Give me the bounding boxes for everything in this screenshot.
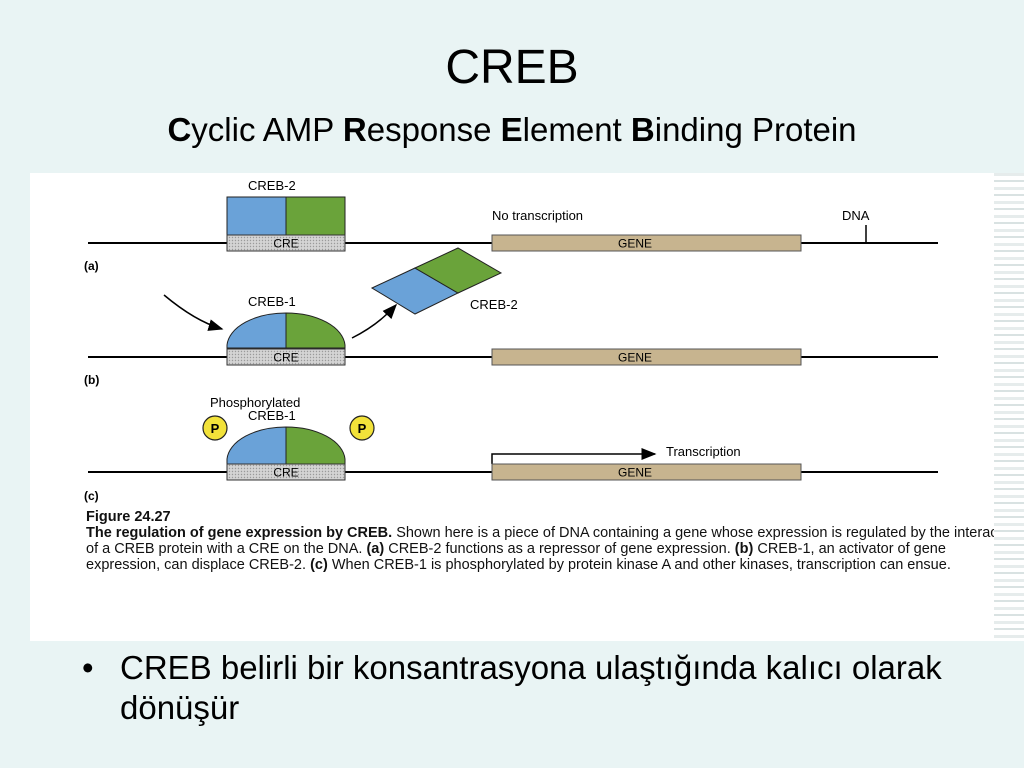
bullet-dot-icon: • [82, 649, 94, 686]
caption-text-1: Shown here is a piece of DNA containing … [86, 525, 1021, 557]
slide-subtitle: Cyclic AMP Response Element Binding Prot… [0, 110, 1024, 150]
creb-figure: CREB-2 CRE GENE No transcription DNA (a)… [30, 173, 1024, 641]
panel-c-label: (c) [84, 489, 99, 503]
phospho-creb1-blue-half [226, 426, 287, 465]
panel-b-gene-box [491, 348, 802, 366]
panel-c-gene-box [491, 463, 802, 481]
creb2-blue-subunit [226, 196, 287, 236]
creb-diagram: CREB-2 CRE GENE No transcription DNA (a)… [84, 178, 938, 503]
phosphorylated-label: Phosphorylated [210, 395, 300, 410]
panel-b-creb1-label: CREB-1 [248, 294, 296, 309]
panel-a-creb2-label: CREB-2 [248, 178, 296, 193]
creb2-green-subunit [285, 196, 346, 236]
phosphate-right-icon [349, 415, 375, 441]
subtitle-initial-c: C [167, 111, 192, 148]
panel-b: CREB-1 CREB-2 CRE GENE (b) [84, 247, 938, 387]
no-transcription-label: No transcription [492, 208, 583, 223]
phosphate-left-icon [202, 415, 228, 441]
bullet-text: CREB belirli bir konsantrasyona ulaştığı… [120, 649, 942, 726]
figure-number: Figure 24.27 [86, 509, 171, 525]
panel-a-cre-label: CRE [273, 237, 298, 251]
subtitle-initial-r: R [342, 111, 367, 148]
caption-bold-lead: The regulation of gene expression by CRE… [86, 525, 393, 541]
caption-text-3: CREB-1, an activator of gene expression,… [86, 541, 946, 573]
transcription-label: Transcription [666, 444, 741, 459]
scan-edge [994, 173, 1024, 641]
outgoing-arrow [351, 303, 398, 339]
bullet-item: • CREB belirli bir konsantrasyona ulaştı… [82, 648, 1002, 728]
transcription-arrow [491, 448, 657, 464]
subtitle-word-element: lement [522, 111, 631, 148]
panel-a-gene-label: GENE [618, 237, 652, 251]
subtitle-word-cyclic: yclic AMP [191, 111, 343, 148]
panel-a-cre-box [226, 234, 346, 252]
subtitle-initial-b: B [630, 111, 655, 148]
caption-text-2: CREB-2 functions as a repressor of gene … [384, 541, 735, 557]
panel-a-label: (a) [84, 259, 99, 273]
panel-c: Phosphorylated CREB-1 P P Transcription … [84, 395, 938, 503]
figure-caption: Figure 24.27 The regulation of gene expr… [86, 509, 1022, 573]
caption-part-b: (b) [734, 541, 754, 557]
incoming-arrow [163, 294, 224, 331]
panel-c-creb1-label: CREB-1 [248, 408, 296, 423]
panel-b-cre-label: CRE [273, 351, 298, 365]
creb1-blue-half [226, 312, 287, 349]
panel-a-gene-box [491, 234, 802, 252]
dna-label: DNA [842, 208, 870, 223]
panel-b-label: (b) [84, 373, 99, 387]
panel-a: CREB-2 CRE GENE No transcription DNA (a) [84, 178, 938, 273]
subtitle-word-response: esponse [366, 111, 501, 148]
panel-c-cre-label: CRE [273, 466, 298, 480]
panel-c-gene-label: GENE [618, 466, 652, 480]
phosphate-right-label: P [358, 421, 367, 436]
displaced-creb2-label: CREB-2 [470, 297, 518, 312]
panel-b-cre-box [226, 348, 346, 366]
panel-b-gene-label: GENE [618, 351, 652, 365]
phospho-creb1-green-half [285, 426, 346, 465]
caption-part-c: (c) [310, 557, 328, 573]
creb1-green-half [285, 312, 346, 349]
subtitle-word-binding: inding Protein [654, 111, 857, 148]
caption-text-4: When CREB-1 is phosphorylated by protein… [327, 557, 951, 573]
panel-c-cre-box [226, 463, 346, 481]
phosphate-left-label: P [211, 421, 220, 436]
slide-title: CREB [445, 41, 579, 94]
subtitle-initial-e: E [500, 111, 523, 148]
caption-part-a: (a) [366, 541, 385, 557]
displaced-creb2-green-subunit [413, 247, 503, 294]
